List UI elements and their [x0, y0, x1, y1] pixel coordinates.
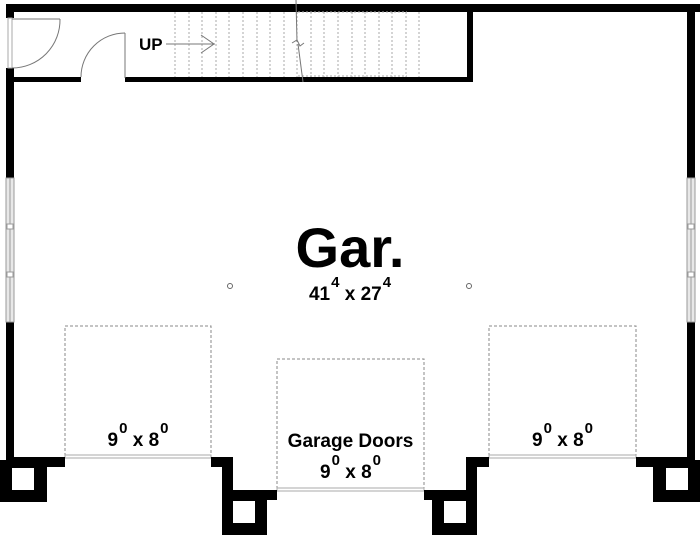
door-width-ft: 9 [320, 462, 331, 483]
right-window [686, 177, 696, 323]
garage-doors-title: Garage Doors [287, 431, 414, 452]
door-thresholds [64, 454, 637, 492]
entry-door [7, 17, 61, 69]
stairs-up-label: UP [139, 35, 163, 54]
exterior-walls [6, 4, 700, 462]
room-dimensions: 414 x 274 [0, 274, 700, 307]
room-depth-in: 4 [382, 274, 392, 291]
door-outlines [64, 325, 637, 489]
door-width-in: 0 [119, 420, 128, 437]
garage-door-left-size: 90 x 80 [65, 420, 211, 453]
garage-door-center-size: 90 x 80 [277, 452, 424, 485]
door-dim-separator: x [132, 430, 144, 451]
door-height-in: 0 [372, 452, 381, 469]
left-window [5, 177, 15, 323]
room-name: Gar. [295, 216, 405, 279]
room-width-ft: 41 [308, 284, 331, 305]
door-width-ft: 9 [532, 430, 543, 451]
room-depth-ft: 27 [360, 284, 382, 305]
door-dim-separator: x [345, 462, 356, 483]
garage-door-right-size: 90 x 80 [489, 420, 636, 453]
door-height-in: 0 [160, 420, 169, 437]
pillar-hollows [12, 468, 688, 523]
door-width-in: 0 [543, 420, 552, 437]
room-dim-separator: x [344, 284, 356, 305]
ceiling-fixtures [227, 283, 472, 289]
door-height-ft: 8 [573, 430, 584, 451]
stair-arrow [166, 34, 215, 54]
corridor-door [80, 32, 126, 78]
stair-corridor-walls [6, 8, 473, 82]
door-height-in: 0 [584, 420, 593, 437]
stair-break-line [291, 0, 305, 83]
door-height-ft: 8 [148, 430, 160, 451]
door-width-ft: 9 [107, 430, 119, 451]
room-width-in: 4 [331, 274, 340, 291]
front-pillars [0, 457, 700, 535]
door-height-ft: 8 [361, 462, 372, 483]
door-dim-separator: x [557, 430, 568, 451]
door-width-in: 0 [331, 452, 340, 469]
